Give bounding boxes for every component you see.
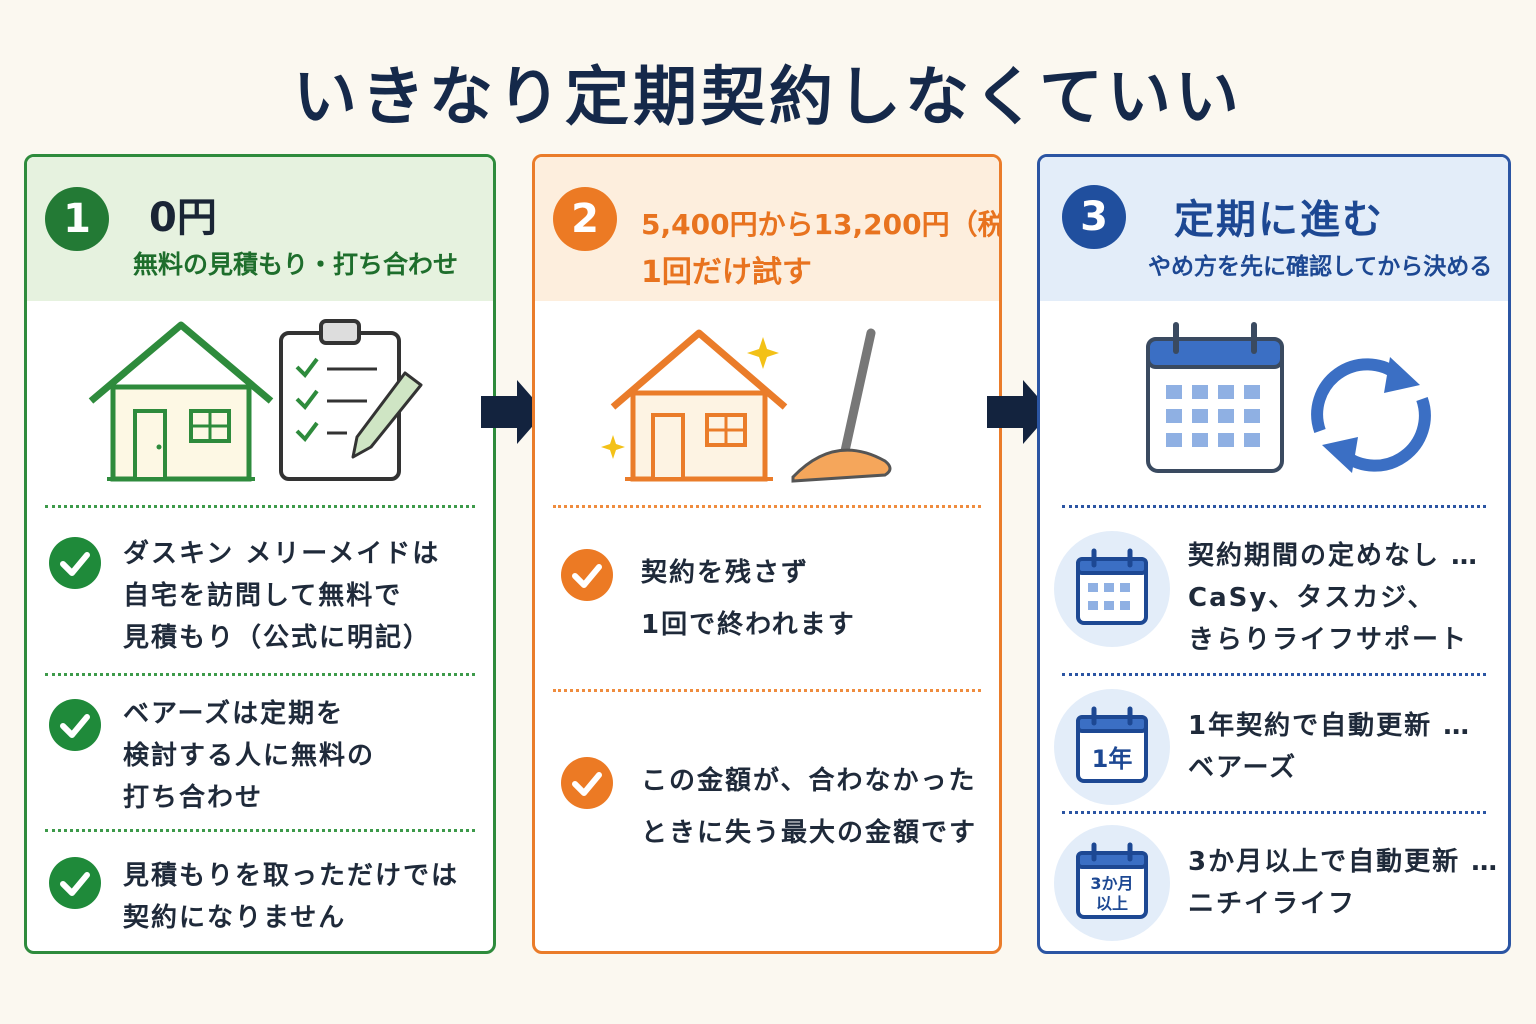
list-item: 1年契約で自動更新 … ベアーズ [1188, 711, 1472, 783]
calendar-label: 1年 [1092, 745, 1133, 773]
house-icon [610, 329, 788, 482]
list-item: ベアーズは定期を 検討する人に無料の 打ち合わせ [123, 699, 376, 813]
step-header: 3 定期に進む やめ方を先に確認してから決める [1040, 157, 1508, 301]
sparkle-icon [601, 337, 779, 459]
calendar-icon [1146, 322, 1284, 473]
calendar-icon [1076, 548, 1148, 625]
check-icon [49, 537, 101, 589]
step-number-badge: 1 [45, 187, 109, 251]
list-item: 見積もりを取っただけでは 契約になりません [123, 861, 460, 933]
list-item: 契約を残さず 1回で終われます [641, 558, 856, 640]
step-number-badge: 3 [1062, 185, 1126, 249]
divider [45, 505, 475, 508]
step-illustration [1040, 301, 1508, 501]
house-icon [88, 321, 274, 482]
divider [45, 673, 475, 676]
check-icon [561, 549, 613, 601]
arrow-right-icon [987, 380, 1051, 444]
list-item: 契約期間の定めなし … CaSy、タスカジ、 きらりライフサポート [1188, 541, 1480, 655]
calendar-badge [1054, 531, 1170, 647]
check-icon [49, 857, 101, 909]
list-item: この金額が、合わなかった ときに失う最大の金額です [641, 766, 978, 848]
step-heading: 定期に進む [1174, 197, 1384, 243]
step-header: 2 5,400円から13,200円（税込） 1回だけ試す [535, 157, 999, 301]
arrow-right-icon [481, 380, 545, 444]
calendar-three-month-icon: 3か月 以上 [1076, 842, 1148, 919]
list-item: 3か月以上で自動更新 … ニチイライフ [1188, 847, 1500, 919]
step-heading: 0円 [149, 195, 217, 241]
calendar-badge: 3か月 以上 [1054, 825, 1170, 941]
calendar-one-year-icon: 1年 [1076, 706, 1148, 783]
check-icon [561, 757, 613, 809]
step-subheading: 無料の見積もり・打ち合わせ [133, 250, 459, 279]
mop-icon [791, 328, 892, 483]
divider [1062, 673, 1486, 676]
step-subheading: 1回だけ試す [641, 255, 812, 290]
divider [553, 505, 981, 508]
step-card-trial: 2 5,400円から13,200円（税込） 1回だけ試す 契約を残さず 1回で終… [532, 154, 1002, 954]
step-illustration [27, 301, 493, 501]
calendar-label-line1: 3か月 [1090, 874, 1133, 893]
divider [45, 829, 475, 832]
divider [1062, 811, 1486, 814]
check-icon [49, 699, 101, 751]
checklist-clipboard-icon [279, 319, 423, 481]
step-heading: 5,400円から13,200円（税込） [641, 208, 999, 241]
calendar-label-line2: 以上 [1096, 894, 1128, 913]
step-number-badge: 2 [553, 187, 617, 251]
step-illustration [535, 301, 999, 501]
divider [553, 689, 981, 692]
step-card-free: 1 0円 無料の見積もり・打ち合わせ ダスキン メリーメ [24, 154, 496, 954]
step-header: 1 0円 無料の見積もり・打ち合わせ [27, 157, 493, 301]
step-subheading: やめ方を先に確認してから決める [1148, 254, 1493, 280]
divider [1062, 505, 1486, 508]
calendar-badge: 1年 [1054, 689, 1170, 805]
step-card-regular: 3 定期に進む やめ方を先に確認してから決める [1037, 154, 1511, 954]
page-title: いきなり定期契約しなくていい [292, 61, 1244, 135]
refresh-cycle-icon [1311, 357, 1431, 473]
list-item: ダスキン メリーメイドは 自宅を訪問して無料で 見積もり（公式に明記） [123, 539, 441, 653]
